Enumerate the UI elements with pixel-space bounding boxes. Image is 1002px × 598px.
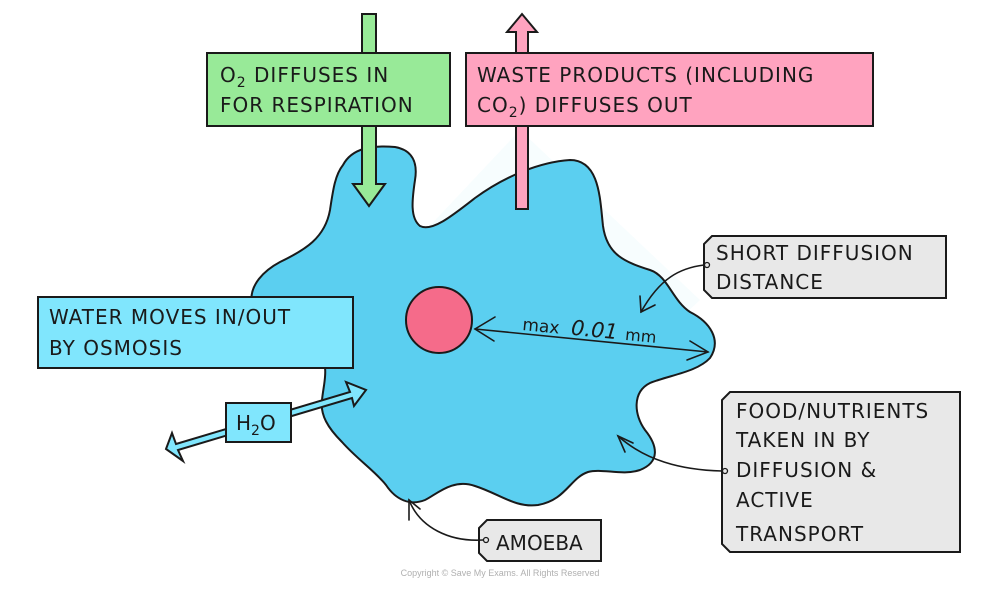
short-diffusion-line1: SHORT DIFFUSION [716, 241, 914, 265]
waste-label-line2: CO2) DIFFUSES OUT [477, 93, 693, 121]
food-line-2: TAKEN IN BY [735, 428, 870, 452]
distance-label: max 0.01 mm [522, 311, 658, 348]
water-label-box: WATER MOVES IN/OUT BY OSMOSIS [37, 296, 354, 369]
amoeba-label: AMOEBA [496, 531, 583, 555]
food-nutrients-tag: FOOD/NUTRIENTS TAKEN IN BY DIFFUSION & A… [721, 391, 961, 553]
oxygen-label-line2: FOR RESPIRATION [220, 93, 414, 117]
waste-label-box: WASTE PRODUCTS (INCLUDING CO2) DIFFUSES … [465, 52, 874, 127]
copyright-notice: Copyright © Save My Exams. All Rights Re… [401, 568, 600, 578]
short-diffusion-line2: DISTANCE [716, 270, 824, 294]
water-label-line2: BY OSMOSIS [49, 336, 183, 360]
h2o-label: H2O [236, 411, 276, 439]
food-line-1: FOOD/NUTRIENTS [736, 399, 929, 423]
water-osmosis-arrow: H2O [164, 380, 368, 464]
food-line-4: ACTIVE [736, 488, 814, 512]
amoeba-tag: AMOEBA [478, 519, 602, 562]
food-line-3: DIFFUSION & [736, 458, 877, 482]
oxygen-label-line1: O2 DIFFUSES IN [220, 63, 389, 91]
food-pointer [616, 434, 723, 472]
oxygen-label-box: O2 DIFFUSES IN FOR RESPIRATION [206, 52, 451, 127]
short-diffusion-pointer [639, 264, 705, 314]
distance-arrow [473, 316, 710, 361]
waste-label-line1: WASTE PRODUCTS (INCLUDING [477, 63, 814, 87]
amoeba-pointer [408, 498, 484, 541]
short-diffusion-tag: SHORT DIFFUSION DISTANCE [703, 235, 947, 299]
food-line-5: TRANSPORT [735, 522, 864, 546]
nucleus [405, 286, 473, 354]
water-label-line1: WATER MOVES IN/OUT [49, 305, 291, 329]
